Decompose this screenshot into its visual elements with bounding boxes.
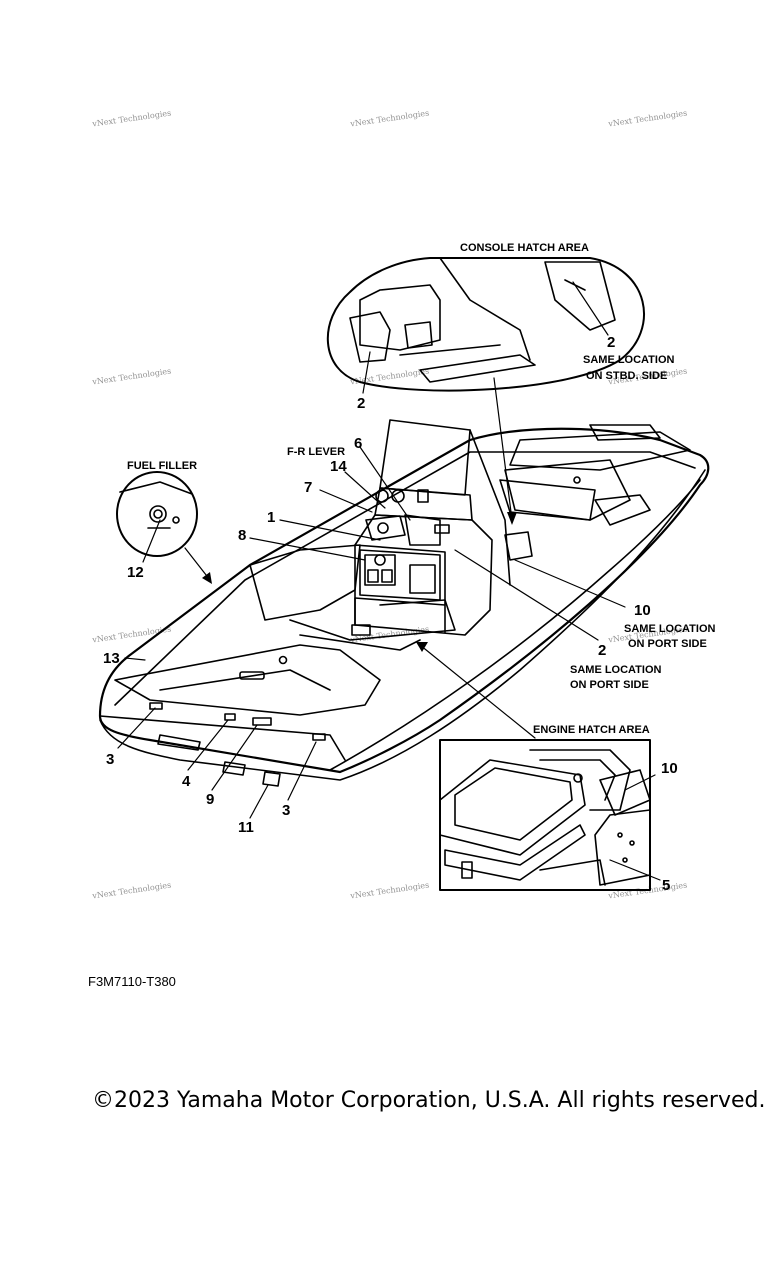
callout-10: 10 <box>634 602 651 619</box>
callout-9: 9 <box>206 791 214 808</box>
diagram-code: F3M7110-T380 <box>88 974 176 989</box>
callout-2: 2 <box>598 642 606 659</box>
engine-hatch-area-label: ENGINE HATCH AREA <box>533 724 650 736</box>
callout-5: 5 <box>662 877 670 894</box>
callout-13: 13 <box>103 650 120 667</box>
arrowheads <box>202 512 517 652</box>
callout-14: 14 <box>330 458 347 475</box>
copyright-notice: ©2023 Yamaha Motor Corporation, U.S.A. A… <box>92 1088 766 1113</box>
callout-8: 8 <box>238 527 246 544</box>
same-location-label: SAME LOCATION <box>570 664 662 676</box>
engine-hatch-inset <box>439 739 651 891</box>
callout-12: 12 <box>127 564 144 581</box>
same-location-label: SAME LOCATION <box>583 354 675 366</box>
callout-6: 6 <box>354 435 362 452</box>
callout-10: 10 <box>661 760 678 777</box>
console-hatch-inset <box>326 257 645 392</box>
fr-lever-label: F-R LEVER <box>287 446 345 458</box>
callout-2: 2 <box>607 334 615 351</box>
callout-2: 2 <box>357 395 365 412</box>
fuel-filler-label: FUEL FILLER <box>127 460 197 472</box>
callout-1: 1 <box>267 509 275 526</box>
fuel-filler-inset <box>116 471 198 557</box>
callout-4: 4 <box>182 773 191 790</box>
callout-11: 11 <box>238 819 254 836</box>
on-port-side-label: ON PORT SIDE <box>628 638 707 650</box>
callout-3: 3 <box>282 802 290 819</box>
callout-3: 3 <box>106 751 114 768</box>
callout-7: 7 <box>304 479 312 496</box>
on-port-side-label: ON PORT SIDE <box>570 679 649 691</box>
leader-lines <box>117 281 661 881</box>
same-location-label: SAME LOCATION <box>624 623 716 635</box>
on-stbd-side-label: ON STBD. SIDE <box>586 370 667 382</box>
console-hatch-area-label: CONSOLE HATCH AREA <box>460 242 589 254</box>
